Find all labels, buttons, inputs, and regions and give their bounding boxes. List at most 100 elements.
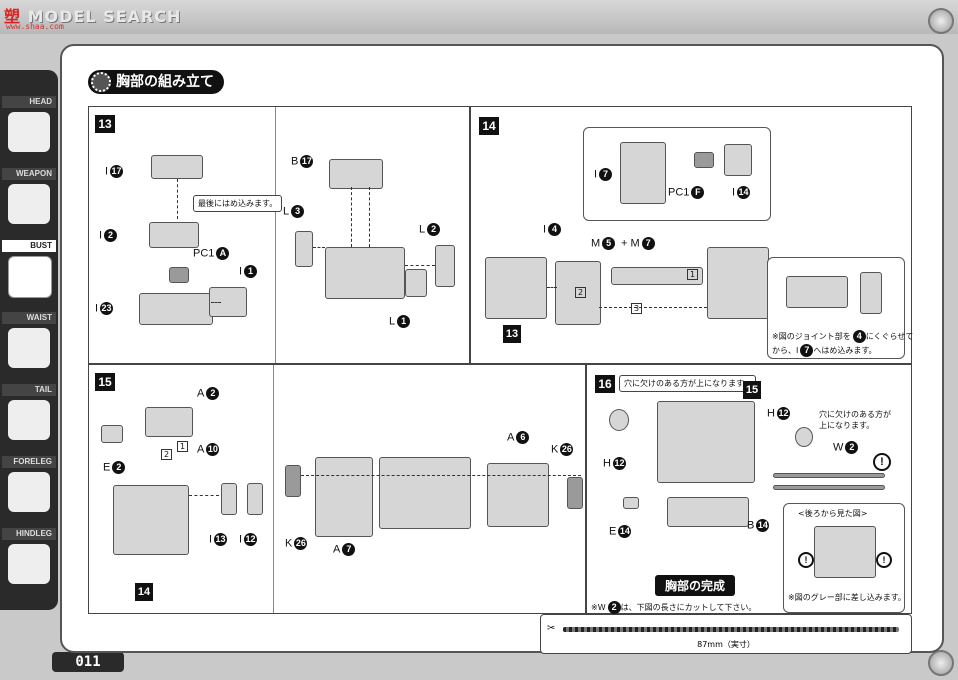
- rod-drawing: [563, 627, 899, 632]
- step-number: 14: [479, 117, 499, 135]
- part-drawing: [151, 155, 203, 179]
- rod-drawing: [773, 485, 885, 490]
- gear-icon: [91, 72, 111, 92]
- part-drawing: [435, 245, 455, 287]
- sidebar-item-label: TAIL: [2, 384, 56, 396]
- ref-step-number: 13: [503, 325, 521, 343]
- assembly-note: 最後にはめ込みます。: [193, 195, 283, 212]
- step-number: 15: [95, 373, 115, 391]
- part-drawing: [567, 477, 583, 509]
- part-drawing: [149, 222, 199, 248]
- sidebar-item-hindleg[interactable]: HINDLEG: [2, 528, 56, 590]
- sidebar-item-weapon[interactable]: WEAPON: [2, 168, 56, 230]
- part-drawing: [555, 261, 601, 325]
- part-drawing: [609, 409, 629, 431]
- cut-length-ruler: ✂ 87mm（実寸）: [540, 614, 912, 654]
- tail-thumbnail-icon: [8, 400, 50, 440]
- ref-step-number: 15: [743, 381, 761, 399]
- step-number: 13: [95, 115, 115, 133]
- part-drawing: [786, 276, 848, 308]
- brand-url: www.shaa.com: [6, 22, 64, 31]
- part-drawing: [657, 401, 755, 483]
- part-drawing: [285, 465, 301, 497]
- part-drawing: [667, 497, 749, 527]
- sidebar-item-bust[interactable]: BUST: [2, 240, 56, 302]
- foreleg-thumbnail-icon: [8, 472, 50, 512]
- guide-line: [369, 187, 370, 247]
- ruler-length-label: 87mm（実寸）: [697, 640, 755, 649]
- weapon-thumbnail-icon: [8, 184, 50, 224]
- bust-thumbnail-icon: [8, 256, 52, 298]
- part-drawing: [221, 483, 237, 515]
- inset-title: <後ろから見た図>: [798, 509, 868, 518]
- part-drawing: [611, 267, 703, 285]
- guide-line: [599, 307, 707, 308]
- part-drawing: [623, 497, 639, 509]
- completion-banner: 胸部の完成: [655, 575, 736, 596]
- part-drawing: [101, 425, 123, 443]
- sidebar-nav: HEAD WEAPON BUST WAIST TAIL FORELEG HIND…: [0, 70, 58, 610]
- sidebar-item-label: BUST: [2, 240, 56, 252]
- sidebar-item-head[interactable]: HEAD: [2, 96, 56, 158]
- part-drawing: [694, 152, 714, 168]
- part-drawing: [295, 231, 313, 267]
- guide-line: [211, 302, 221, 303]
- sidebar-item-tail[interactable]: TAIL: [2, 384, 56, 446]
- part-drawing: [724, 144, 752, 176]
- waist-thumbnail-icon: [8, 328, 50, 368]
- part-drawing: [139, 293, 213, 325]
- rod-drawing: [773, 473, 885, 478]
- hindleg-thumbnail-icon: [8, 544, 50, 584]
- assembly-note: 穴に欠けのある方が上になります。: [819, 410, 891, 430]
- step-marker: 1: [687, 269, 699, 280]
- part-drawing: [145, 407, 193, 437]
- sidebar-item-foreleg[interactable]: FORELEG: [2, 456, 56, 518]
- part-drawing: [405, 269, 427, 297]
- sidebar-item-waist[interactable]: WAIST: [2, 312, 56, 374]
- brand-logo: 塑 MODEL SEARCH: [4, 7, 182, 26]
- part-drawing: [315, 457, 373, 537]
- scissors-icon: ✂: [547, 623, 556, 634]
- sidebar-item-label: HEAD: [2, 96, 56, 108]
- warning-icon: !: [798, 552, 814, 568]
- sidebar-item-label: FORELEG: [2, 456, 56, 468]
- section-title: 胸部の組み立て: [88, 70, 224, 94]
- step-marker: 2: [575, 287, 587, 298]
- warning-icon: !: [876, 552, 892, 568]
- top-bar: 塑 MODEL SEARCH www.shaa.com: [0, 0, 958, 34]
- part-drawing: [485, 257, 547, 319]
- ref-step-number: 14: [135, 583, 153, 601]
- guide-line: [177, 179, 178, 219]
- divider: [275, 107, 276, 363]
